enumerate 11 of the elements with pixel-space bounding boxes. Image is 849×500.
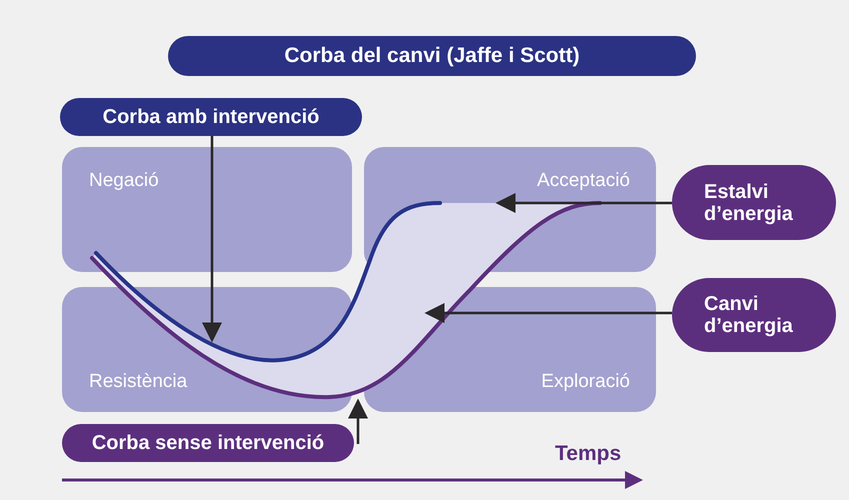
label-pill: Corba sense intervenció [62, 424, 354, 462]
stage-panel: Negació [62, 147, 352, 272]
title-banner: Corba del canvi (Jaffe i Scott) [168, 36, 696, 76]
label-pill: Canvi d’energia [672, 278, 836, 352]
leader-arrow [496, 193, 672, 213]
label-pill: Corba amb intervenció [60, 98, 362, 136]
label-pill: Estalvi d’energia [672, 165, 836, 240]
leader-arrow [348, 398, 368, 444]
leader-arrow [424, 303, 672, 323]
axis-label: Temps [555, 441, 622, 467]
leader-arrow [202, 136, 222, 342]
